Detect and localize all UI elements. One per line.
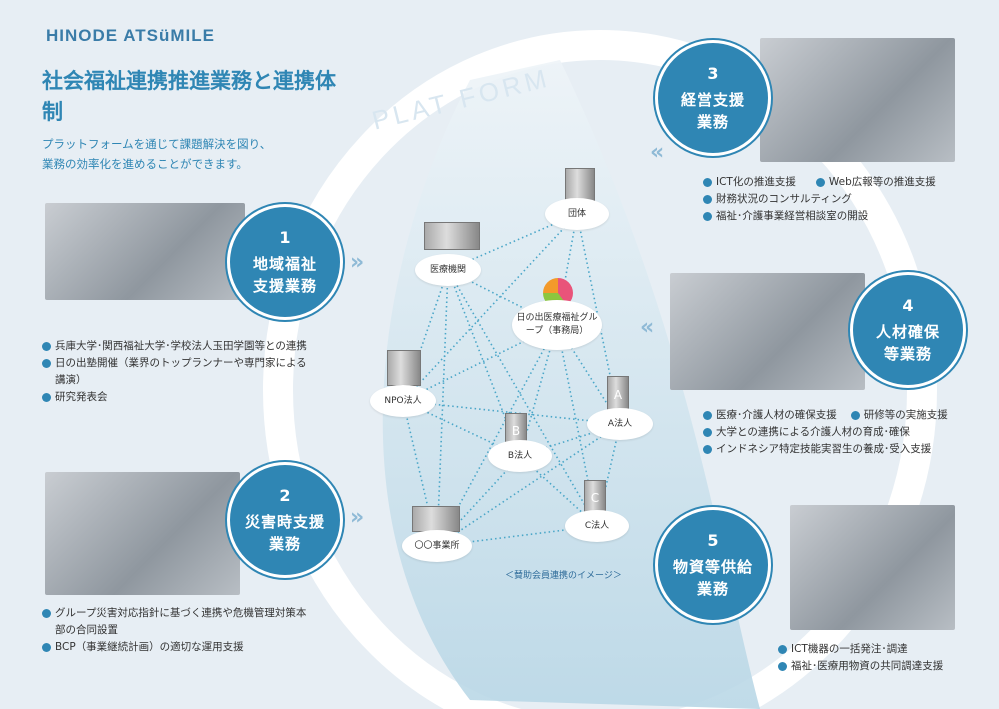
connection-line	[436, 324, 558, 547]
brand-logo: HINODE ATSüMILE	[46, 26, 215, 45]
list-item: 研修等の実施支援	[850, 407, 948, 424]
network-node-hinode-group: 日の出医療福祉グループ（事務局）	[512, 300, 602, 350]
list-item: 日の出塾開催（業界のトップランナーや専門家による講演）	[42, 355, 312, 389]
connection-line	[402, 213, 578, 402]
list-item: 福祉･医療用物資の共同調達支援	[778, 658, 988, 675]
list-item: 財務状況のコンサルティング	[703, 191, 993, 208]
building-icon	[387, 350, 421, 386]
network-node-office: 〇〇事業所	[402, 530, 472, 562]
list-item: 福祉･介護事業経営相談室の開設	[703, 208, 993, 225]
connection-line	[556, 324, 621, 425]
list-item: 兵庫大学･関西福祉大学･学校法人玉田学園等との連携	[42, 338, 312, 355]
connection-line	[436, 269, 449, 547]
service-3-list: ICT化の推進支援 Web広報等の推進支援 財務状況のコンサルティング 福祉･介護…	[703, 174, 993, 225]
list-item: 大学との連携による介護人材の育成･確保	[703, 424, 993, 441]
network-connections	[402, 213, 621, 547]
page-title: 社会福祉連携推進業務と連携体制	[42, 69, 336, 124]
list-item: 研究発表会	[42, 389, 312, 406]
chevron-left-icon: «	[640, 315, 655, 340]
hospital-icon	[424, 222, 480, 250]
network-caption: ＜賛助会員連携のイメージ＞	[505, 571, 622, 581]
connection-line	[556, 213, 578, 326]
service-4-list: 医療･介護人材の確保支援研修等の実施支援 大学との連携による介護人材の育成･確保…	[703, 407, 993, 458]
photo-seminar	[45, 203, 245, 300]
list-item: ICT機器の一括発注･調達	[778, 641, 988, 658]
chevron-left-icon: «	[650, 140, 665, 165]
photo-ict-work	[760, 38, 955, 162]
service-2-list: グループ災害対応指針に基づく連携や危機管理対策本部の合同設置 BCP（事業継続計…	[42, 605, 312, 656]
connection-line	[402, 324, 558, 402]
photo-staff-group	[670, 273, 865, 390]
page-subtitle: プラットフォームを通じて課題解決を図り、業務の効率化を進めることができます。	[42, 137, 272, 171]
list-item: インドネシア特定技能実習生の養成･受入支援	[703, 441, 993, 458]
list-item: 医療･介護人材の確保支援	[703, 407, 837, 424]
photo-devices	[790, 505, 955, 630]
list-item: Web広報等の推進支援	[815, 174, 936, 191]
chevron-right-icon: »	[350, 505, 365, 530]
connection-line	[436, 423, 621, 547]
service-1-list: 兵庫大学･関西福祉大学･学校法人玉田学園等との連携 日の出塾開催（業界のトップラ…	[42, 338, 312, 406]
office-icon	[412, 506, 460, 532]
list-item: ICT化の推進支援	[703, 174, 796, 191]
list-item: BCP（事業継続計画）の適切な運用支援	[42, 639, 312, 656]
photo-supplies-warehouse	[45, 472, 240, 595]
list-item: グループ災害対応指針に基づく連携や危機管理対策本部の合同設置	[42, 605, 312, 639]
connection-line	[402, 400, 621, 425]
service-5-list: ICT機器の一括発注･調達 福祉･医療用物資の共同調達支援	[778, 641, 988, 675]
chevron-right-icon: »	[350, 250, 365, 275]
connection-line	[447, 269, 521, 457]
connection-line	[402, 269, 449, 402]
network-node-a-corp: A法人	[587, 408, 653, 440]
network-node-medical: 医療機関	[415, 254, 481, 286]
network-node-c-corp: C法人	[565, 510, 629, 542]
network-node-npo: NPO法人	[370, 385, 436, 417]
network-node-b-corp: B法人	[488, 440, 552, 472]
network-node-dantai: 団体	[545, 198, 609, 230]
